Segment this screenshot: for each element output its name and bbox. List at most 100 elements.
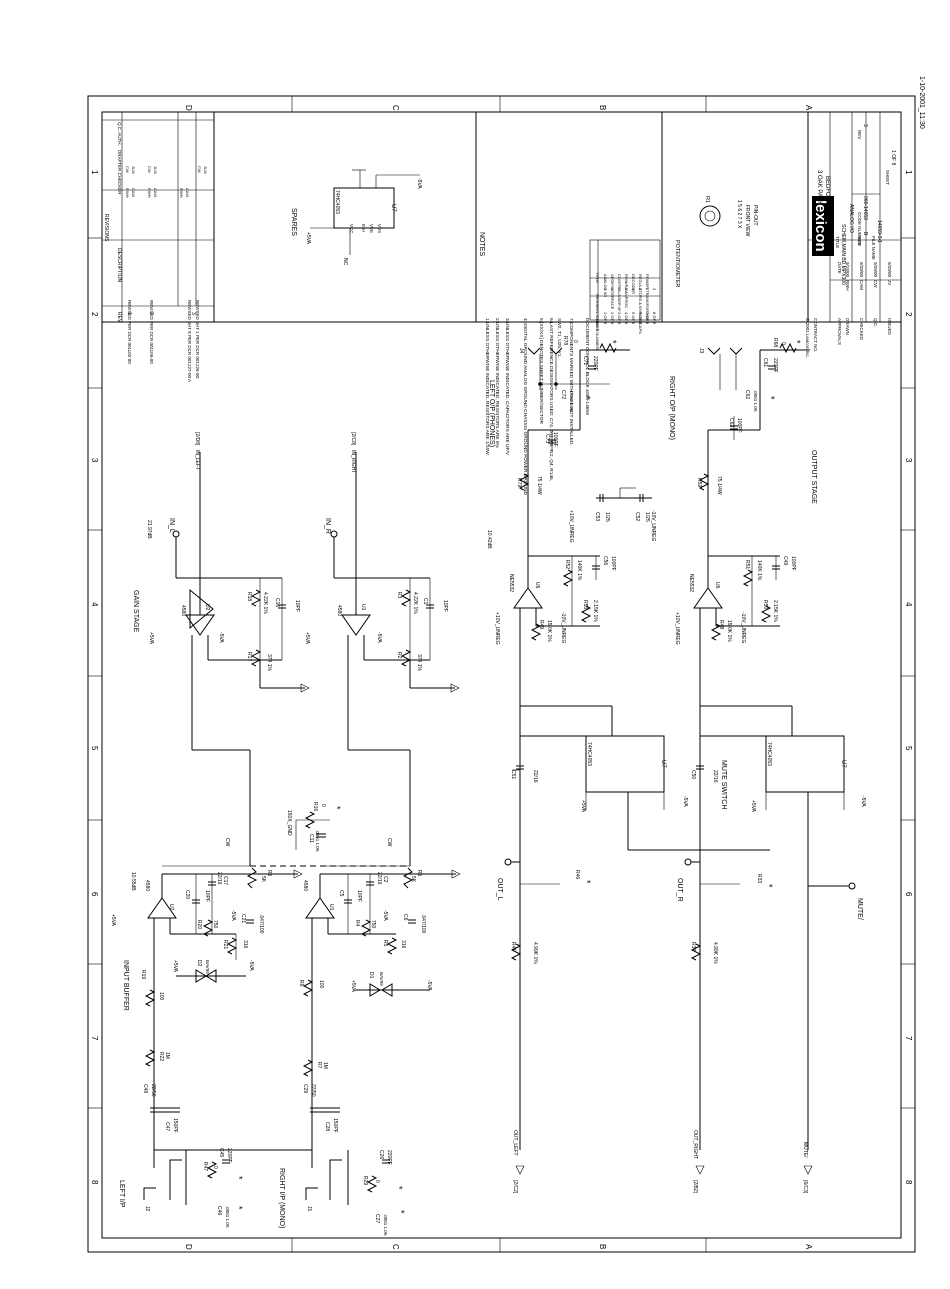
svg-text:R21: R21 — [222, 940, 228, 949]
svg-text:R46: R46 — [574, 870, 580, 879]
svg-text:R16: R16 — [312, 802, 318, 811]
svg-text:15.0K 1%: 15.0K 1% — [546, 620, 552, 642]
svg-text:316: 316 — [242, 940, 248, 949]
svg-text:R41: R41 — [510, 942, 516, 951]
notes-block: NOTES 1.UNLESS OTHERWISE INDICATED, RESI… — [475, 111, 663, 496]
svg-text:C49: C49 — [782, 556, 788, 565]
svg-text:2: 2 — [610, 288, 615, 291]
svg-text:CW: CW — [873, 280, 878, 288]
right-ip-label: RIGHT I/P (MONO) — [278, 1168, 285, 1228]
stage-title: INPUT BUFFER — [122, 960, 129, 1011]
svg-text:FRONT VIEW: FRONT VIEW — [744, 205, 750, 237]
svg-text:ISSUED: ISSUED — [887, 318, 892, 336]
svg-text:-5VA: -5VA — [682, 796, 688, 807]
zone-letters: D C B A D C B A 1 2 3 4 5 6 7 8 1 2 3 4 … — [90, 105, 913, 1250]
note: 4. DIGITAL GROUND ANALOG GROUND CHASSIS … — [522, 318, 528, 496]
svg-text:SHEET: SHEET — [885, 170, 890, 185]
svg-text:2.15K 1%: 2.15K 1% — [592, 600, 598, 622]
svg-text:OUT_L: OUT_L — [496, 878, 503, 901]
svg-text:-10V_UNREG: -10V_UNREG — [560, 612, 566, 644]
rev-col: DESCRIPTION — [116, 248, 122, 283]
svg-text:7 OF 8: 7 OF 8 — [645, 312, 650, 325]
svg-text:JV: JV — [887, 280, 892, 285]
svg-text:21.97dB: 21.97dB — [146, 520, 152, 539]
svg-text:R51: R51 — [744, 560, 750, 569]
svg-text:C1: C1 — [422, 598, 428, 605]
timestamp: 1-10-2001_11:30 — [918, 76, 925, 129]
opamp-u6-left — [513, 587, 543, 609]
svg-text:4 OF 8: 4 OF 8 — [624, 312, 629, 325]
svg-text:OUT_RIGHT: OUT_RIGHT — [692, 1130, 698, 1159]
svg-text:REGULATORS & BYPASS CAPS: REGULATORS & BYPASS CAPS — [638, 274, 643, 334]
svg-text:.0051 1.0K: .0051 1.0K — [569, 390, 574, 412]
svg-text:U7: U7 — [840, 760, 846, 768]
circuit: INPUT BUFFER GAIN STAGE OUTPUT STAGE MUT… — [110, 336, 866, 1236]
rev-col: Q.C. AUTH. — [117, 122, 122, 146]
right-op-label: RIGHT O/P (MONO) — [668, 376, 675, 440]
note: SW2, T1, U25, Y1. — [556, 318, 562, 358]
svg-text:C50: C50 — [690, 770, 696, 779]
svg-text:J2: J2 — [144, 1206, 150, 1212]
note: 6.LAST REFERENCE DESIGNATORS USED: C74, … — [548, 318, 554, 481]
zone-number: 8 — [904, 1180, 913, 1185]
svg-text:2: 2 — [645, 288, 650, 291]
svg-text:100: 100 — [158, 992, 164, 1001]
svg-text:100PF: 100PF — [610, 556, 616, 571]
svg-text:U6: U6 — [714, 582, 720, 589]
svg-text:MUTE/: MUTE/ — [856, 898, 863, 920]
svg-text:CONTROL/USER I/F: CONTROL/USER I/F — [617, 274, 622, 312]
svg-text:C45: C45 — [218, 1148, 224, 1157]
rev-checker: CAM — [153, 188, 158, 197]
svg-text:DECODER: DECODER — [631, 274, 636, 294]
svg-text:1/25: 1/25 — [644, 512, 650, 522]
svg-text:SPARES: SPARES — [290, 208, 297, 236]
svg-text:74HC4053: 74HC4053 — [586, 742, 592, 766]
svg-text:[6/C3]: [6/C3] — [802, 1180, 808, 1194]
svg-text:220PF: 220PF — [226, 1148, 232, 1163]
svg-text:NOTES: NOTES — [478, 232, 485, 256]
svg-text:IN_RIGHT: IN_RIGHT — [350, 450, 356, 473]
svg-text:.047/100: .047/100 — [420, 914, 426, 934]
rev-desc: REVISED SHT 8 PER DCR 001227-00 A — [187, 300, 192, 382]
svg-text:R22: R22 — [158, 1052, 164, 1061]
svg-text:R1: R1 — [704, 196, 710, 203]
svg-text:9/18/00: 9/18/00 — [845, 262, 850, 278]
zone-letter: D — [184, 1244, 193, 1250]
svg-text:10PF: 10PF — [294, 600, 300, 612]
svg-text:BAV99: BAV99 — [205, 960, 210, 974]
svg-text:D2: D2 — [196, 960, 202, 967]
rev-drafter: RWH — [179, 188, 184, 198]
svg-text:1M: 1M — [322, 1062, 328, 1069]
svg-text:INH: INH — [361, 224, 366, 232]
svg-text:VSS: VSS — [377, 224, 382, 233]
svg-text:140K 1%: 140K 1% — [756, 560, 762, 581]
svg-text:C11: C11 — [308, 834, 314, 843]
svg-text:+5VA: +5VA — [750, 800, 756, 813]
opamp-u1-gain — [341, 614, 371, 636]
svg-text:C28: C28 — [324, 1122, 330, 1131]
rev-qc: CW — [197, 166, 202, 173]
svg-text:-5VA: -5VA — [860, 796, 866, 807]
svg-text:-5VA: -5VA — [230, 910, 236, 921]
opamp-u2-buffer — [147, 897, 177, 919]
rev-auth: JLM — [203, 166, 208, 174]
svg-text:C48: C48 — [142, 1084, 148, 1093]
svg-text:C63: C63 — [728, 418, 734, 427]
svg-text:NE5532: NE5532 — [688, 574, 694, 592]
lexicon-logo: lexicon — [812, 200, 829, 252]
svg-text:U2: U2 — [204, 604, 210, 611]
svg-text:C73: C73 — [544, 434, 550, 443]
svg-text:-5VA: -5VA — [416, 178, 422, 189]
svg-text:10.42dB: 10.42dB — [486, 530, 492, 549]
svg-text:APPROVALS: APPROVALS — [837, 318, 842, 345]
svg-text:MUTE/: MUTE/ — [802, 1142, 808, 1158]
svg-text:C71: C71 — [582, 356, 588, 365]
svg-text:74HC4053: 74HC4053 — [334, 190, 340, 214]
rev-desc: REVISED PER DCR 001102-00 — [127, 300, 132, 364]
svg-text:DATE: DATE — [837, 262, 842, 274]
svg-text:*: * — [792, 340, 802, 344]
svg-text:0: 0 — [320, 804, 326, 807]
svg-text:-5VA: -5VA — [218, 632, 224, 643]
